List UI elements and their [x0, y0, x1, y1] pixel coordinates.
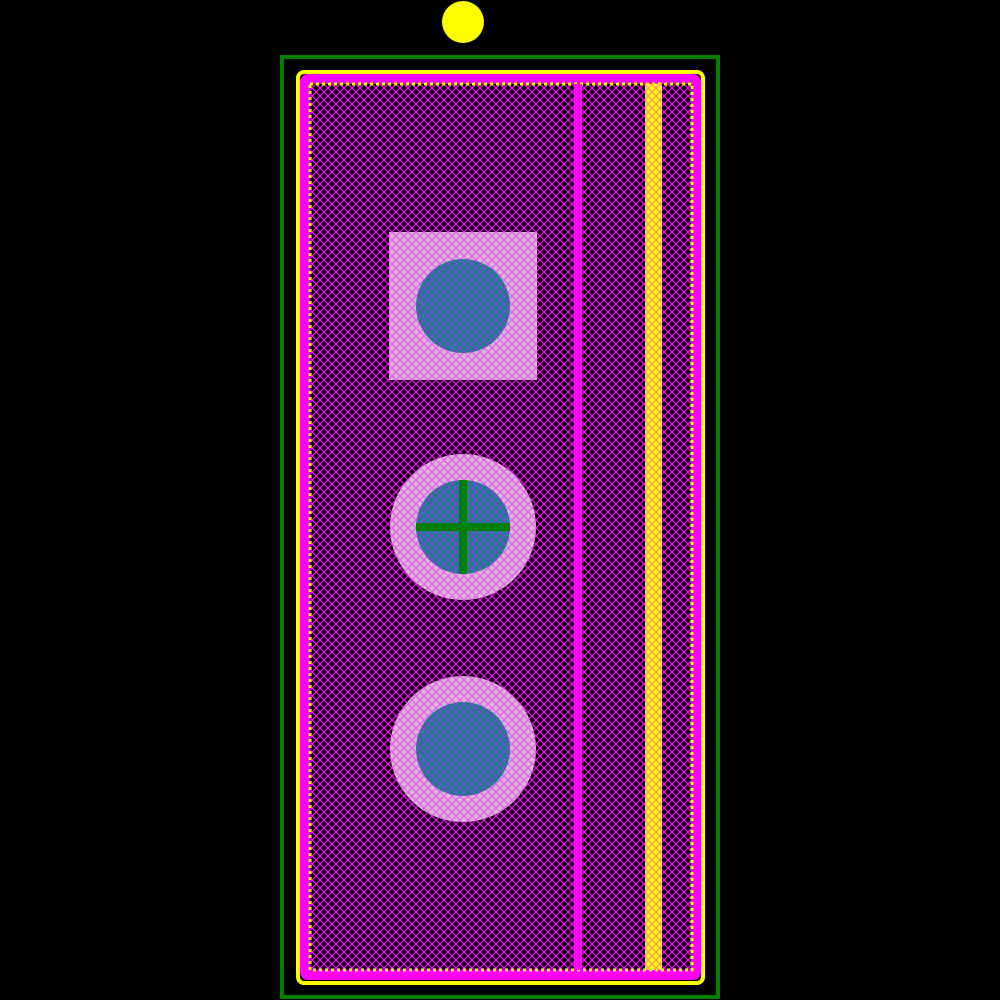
courtyard-outline: [280, 55, 720, 999]
fab-outline: [300, 74, 701, 980]
pin1-marker-dot: [442, 1, 484, 43]
pad-3[interactable]: [390, 676, 536, 822]
fab-divider-line: [574, 84, 582, 970]
silkscreen-outline: [296, 70, 705, 985]
pad-1[interactable]: [389, 232, 537, 380]
origin-cross-icon: [416, 480, 510, 574]
pad-2[interactable]: [390, 454, 536, 600]
